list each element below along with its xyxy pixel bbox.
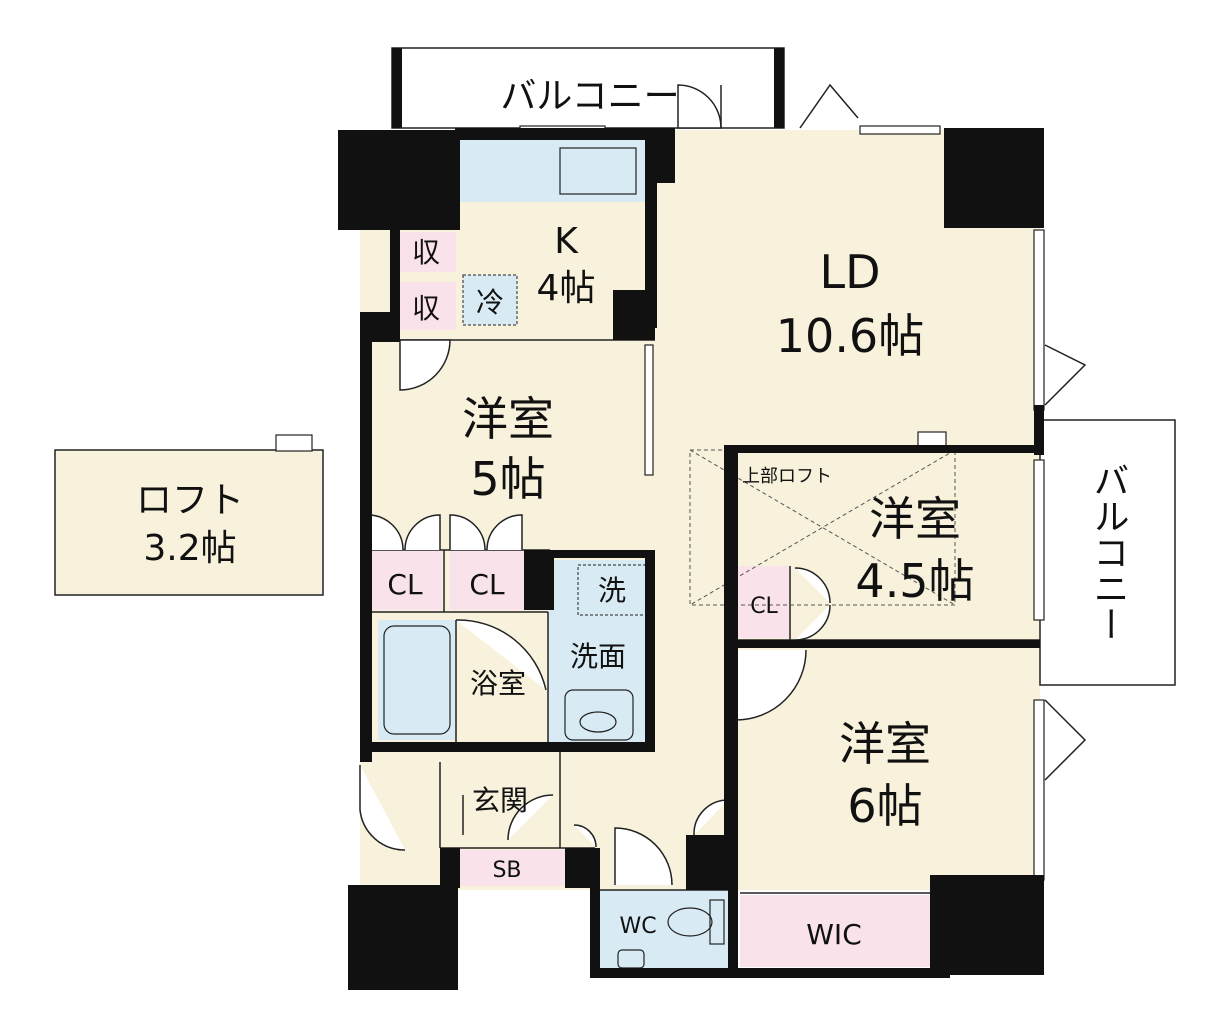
balcony-top-wall-left: [392, 48, 402, 128]
wic-label: WIC: [806, 918, 862, 951]
cl-1-floor: [368, 550, 442, 610]
western5-label: 洋室: [462, 392, 554, 446]
laundry-label: 洗: [598, 574, 626, 607]
doors: [359, 83, 1087, 886]
kitchen-label: K: [554, 221, 579, 262]
bathtub: [378, 620, 456, 740]
western5-size: 5帖: [470, 452, 545, 506]
ld-label: LD: [819, 245, 880, 299]
wc-floor: [598, 890, 728, 970]
labels: バルコニー K 4帖 LD 10.6帖 収 収 冷 洋室 5帖 CL CL CL…: [136, 76, 1129, 951]
washroom-label: 洗面: [570, 640, 626, 673]
balconies: [391, 47, 1176, 686]
wc-label: WC: [619, 914, 656, 939]
cl-2-floor: [450, 550, 524, 610]
balcony-top-label: バルコニー: [500, 76, 679, 117]
fridge-label: 冷: [476, 286, 504, 319]
western6-label: 洋室: [839, 717, 931, 771]
storage-1-label: 収: [412, 236, 440, 269]
ld-size: 10.6帖: [776, 309, 924, 363]
balcony-top-wall-right: [774, 48, 784, 128]
loft-floor: [54, 449, 324, 596]
storage-2-floor: [398, 282, 456, 330]
kitchen-size: 4帖: [537, 268, 596, 309]
entrance-label: 玄関: [472, 784, 528, 817]
shoebox-label: SB: [492, 858, 521, 883]
western6-size: 6帖: [847, 779, 922, 833]
cl-3-label: CL: [750, 594, 778, 619]
cl-3-floor: [738, 566, 790, 638]
western45-size: 4.5帖: [855, 554, 974, 608]
western45-label: 洋室: [869, 492, 961, 546]
balcony-right-label: バルコニー: [1088, 462, 1129, 642]
balcony-right-area: [1039, 419, 1176, 686]
cl-2-label: CL: [469, 568, 505, 601]
cl-1-label: CL: [387, 568, 423, 601]
sb-floor: [460, 850, 565, 886]
storage-2-label: 収: [412, 292, 440, 325]
kitchen-counter: [460, 140, 645, 202]
loft-label: ロフト: [136, 480, 244, 521]
storage-1-floor: [398, 232, 456, 272]
loft-size: 3.2帖: [143, 528, 236, 569]
upper-loft-label: 上部ロフト: [742, 466, 832, 487]
walls: [338, 128, 1044, 990]
bathroom-label: 浴室: [470, 667, 526, 700]
wic-floor: [740, 895, 930, 967]
